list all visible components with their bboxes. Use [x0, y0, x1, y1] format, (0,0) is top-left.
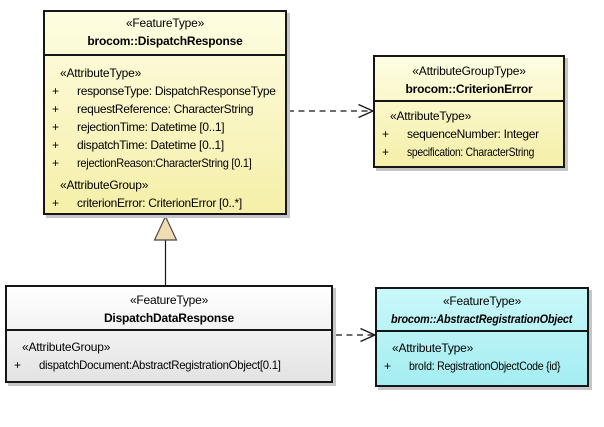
- attribute-text: criterionError: CriterionError [0..*]: [77, 196, 242, 210]
- attribute-row: + broId: RegistrationObjectCode {id}: [377, 357, 587, 375]
- attribute-text: dispatchTime: Datetime [0..1]: [77, 138, 224, 152]
- attribute-text: dispatchDocument:AbstractRegistrationObj…: [39, 358, 281, 372]
- stereotype-label: «FeatureType»: [125, 16, 205, 30]
- class-box-criterion-error: «AttributeGroupType» brocom::CriterionEr…: [373, 55, 565, 168]
- visibility-plus: +: [14, 358, 22, 372]
- dependency-connector-criterionerror: [288, 103, 375, 119]
- class-name: brocom::DispatchResponse: [87, 34, 243, 48]
- attribute-row: + specification: CharacterString: [375, 143, 563, 161]
- class-header: «FeatureType» brocom::AbstractRegistrati…: [377, 289, 587, 332]
- attribute-row: + sequenceNumber: Integer: [375, 125, 563, 143]
- attribute-row: + dispatchDocument:AbstractRegistrationO…: [7, 356, 331, 374]
- stereotype-label: «FeatureType»: [442, 294, 522, 308]
- generalization-connector: [153, 215, 178, 285]
- attribute-row: + rejectionTime: Datetime [0..1]: [45, 118, 285, 136]
- attribute-text: rejectionTime: Datetime [0..1]: [77, 120, 225, 134]
- attribute-text: broId: RegistrationObjectCode {id}: [409, 359, 561, 373]
- attribute-text: rejectionReason:CharacterString [0.1]: [77, 156, 252, 170]
- attributes-compartment: «AttributeGroup» + dispatchDocument:Abst…: [7, 331, 331, 374]
- attributes-compartment: «AttributeType» + sequenceNumber: Intege…: [375, 102, 563, 161]
- visibility-plus: +: [52, 84, 60, 98]
- attribute-row: + dispatchTime: Datetime [0..1]: [45, 136, 285, 154]
- attribute-row: + rejectionReason:CharacterString [0.1]: [45, 154, 285, 172]
- stereotype-label: «FeatureType»: [129, 293, 209, 307]
- attribute-type-group-label: «AttributeType»: [60, 66, 142, 80]
- hollow-triangle-arrowhead-icon: [153, 215, 178, 241]
- attribute-type-group-label: «AttributeType»: [390, 109, 472, 123]
- attribute-group-label: «AttributeGroup»: [22, 340, 111, 354]
- visibility-plus: +: [382, 127, 390, 141]
- visibility-plus: +: [52, 156, 60, 170]
- class-header: «FeatureType» DispatchDataResponse: [7, 287, 331, 331]
- visibility-plus: +: [52, 196, 60, 210]
- class-name: brocom::AbstractRegistrationObject: [377, 310, 587, 328]
- attribute-row: + criterionError: CriterionError [0..*]: [45, 194, 285, 212]
- class-header: «AttributeGroupType» brocom::CriterionEr…: [375, 57, 563, 102]
- class-name: DispatchDataResponse: [103, 311, 235, 325]
- attribute-text: specification: CharacterString: [407, 145, 535, 159]
- class-header: «FeatureType» brocom::DispatchResponse: [45, 12, 285, 56]
- class-name: brocom::CriterionError: [405, 82, 533, 96]
- attribute-text: requestReference: CharacterString: [77, 102, 254, 116]
- stereotype-label: «AttributeGroupType»: [412, 64, 526, 78]
- class-box-dispatch-data-response: «FeatureType» DispatchDataResponse «Attr…: [5, 285, 333, 383]
- dependency-connector-abstractregistrationobject: [336, 327, 377, 343]
- class-box-dispatch-response: «FeatureType» brocom::DispatchResponse «…: [43, 10, 287, 215]
- visibility-plus: +: [52, 102, 60, 116]
- class-name-text: brocom::AbstractRegistrationObject: [391, 312, 573, 326]
- visibility-plus: +: [52, 120, 60, 134]
- attributes-compartment: «AttributeType» + responseType: Dispatch…: [45, 56, 285, 212]
- attribute-row: + responseType: DispatchResponseType: [45, 82, 285, 100]
- visibility-plus: +: [382, 145, 390, 159]
- attribute-row: + requestReference: CharacterString: [45, 100, 285, 118]
- visibility-plus: +: [384, 359, 392, 373]
- attribute-type-group-label: «AttributeType»: [392, 341, 474, 355]
- attribute-text: responseType: DispatchResponseType: [77, 84, 276, 98]
- visibility-plus: +: [52, 138, 60, 152]
- attribute-group-label: «AttributeGroup»: [60, 178, 149, 192]
- attributes-compartment: «AttributeType» + broId: RegistrationObj…: [377, 332, 587, 375]
- class-box-abstract-registration-object: «FeatureType» brocom::AbstractRegistrati…: [375, 287, 589, 387]
- attribute-text: sequenceNumber: Integer: [407, 127, 539, 141]
